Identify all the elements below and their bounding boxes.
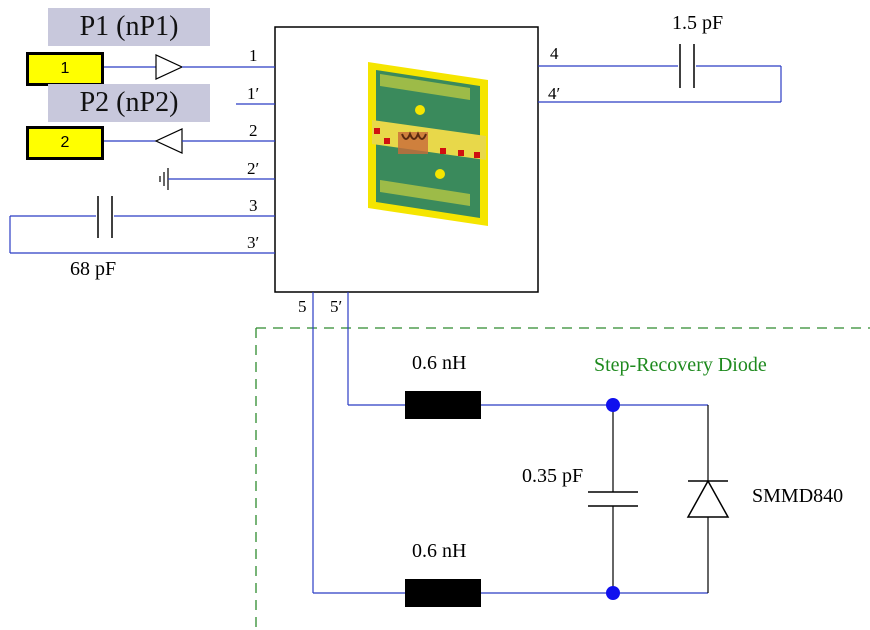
layout-thumbnail <box>368 62 488 226</box>
cap-label-1-5pf: 1.5 pF <box>672 12 724 34</box>
pin-label-1-prime: 1′ <box>247 84 260 103</box>
inductor-top-icon <box>405 391 481 419</box>
pin-label-1: 1 <box>249 46 258 65</box>
diode-part-label: SMMD840 <box>752 485 844 507</box>
port1-title: P1 (nP1) <box>48 8 210 46</box>
inductor-label-bottom: 0.6 nH <box>412 540 467 562</box>
pin-label-4: 4 <box>550 44 559 63</box>
ground-icon <box>159 168 169 190</box>
pin-label-3-prime: 3′ <box>247 233 260 252</box>
port2-title: P2 (nP2) <box>48 84 210 122</box>
inductor-bottom-icon <box>405 579 481 607</box>
cap-label-0-35pf: 0.35 pF <box>522 465 584 487</box>
port2-buffer-icon <box>154 128 183 154</box>
diode-group-border <box>255 327 870 630</box>
inductor-label-top: 0.6 nH <box>412 352 467 374</box>
pin-label-2: 2 <box>249 121 258 140</box>
diode-icon <box>686 479 730 518</box>
port1-buffer-icon <box>155 54 184 80</box>
junction-node <box>606 398 620 412</box>
cap-label-68pf: 68 pF <box>70 258 117 280</box>
pin-label-3: 3 <box>249 196 258 215</box>
capacitor-1-5pf-icon <box>679 44 695 88</box>
diode-group-title: Step-Recovery Diode <box>594 354 767 376</box>
pin-label-4-prime: 4′ <box>548 84 561 103</box>
pin-label-5: 5 <box>298 297 307 316</box>
junction-node <box>606 586 620 600</box>
capacitor-68pf-icon <box>97 196 113 238</box>
port1-terminal[interactable]: 1 <box>26 52 104 86</box>
pin-label-2-prime: 2′ <box>247 159 260 178</box>
port2-terminal[interactable]: 2 <box>26 126 104 160</box>
capacitor-0-35pf-icon <box>588 491 638 507</box>
pin-label-5-prime: 5′ <box>330 297 343 316</box>
